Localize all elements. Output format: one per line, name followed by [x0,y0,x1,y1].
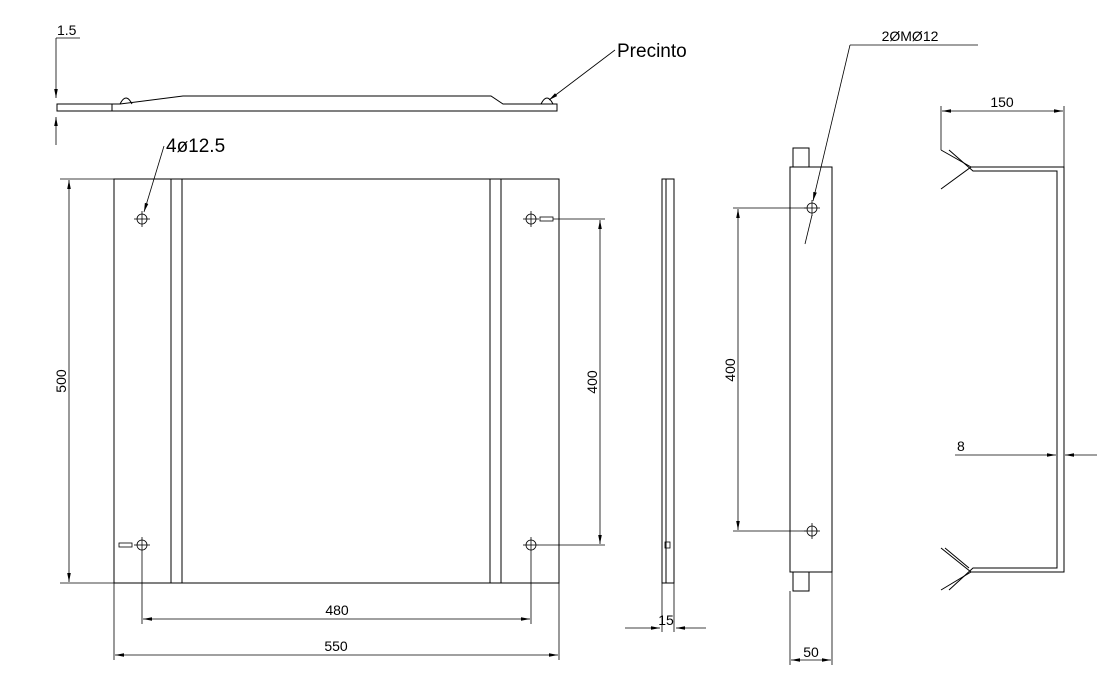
side-spacing-label: 400 [722,358,738,382]
strap-view: 150 8 [940,94,1097,591]
top-view-strap-loop-right [540,97,554,105]
front-spacing-label: 400 [584,370,600,394]
strap-width-label: 150 [990,94,1014,110]
side-deep-top-tab [792,147,810,168]
holes-label: 4ø12.5 [166,136,225,157]
holes-leader-line [143,145,165,213]
bolt-stub [804,214,813,245]
bolts-label: 2ØMØ12 [882,28,939,44]
side-hole-bottom [804,523,820,539]
width-label: 550 [324,638,348,654]
hole-bottom-left [118,537,150,553]
strap-inner-line [948,149,1058,591]
side-deep-bottom-tab [792,571,810,592]
depth-label: 50 [803,644,819,660]
top-view-plate [112,95,558,112]
strap-bottom-fork-b [944,547,970,569]
side-thin-tab [664,541,671,549]
side-view-deep: 2ØMØ12 400 50 [722,28,978,665]
strap-bottom-fork [940,547,972,573]
top-thickness-label: 1.5 [57,22,77,38]
hole-top-left [134,211,150,227]
strap-leader-line [548,49,616,101]
top-view-left-tab [56,103,113,112]
front-plate-outline [113,178,560,584]
strap-thickness-label: 8 [957,438,965,454]
strap-label: Precinto [617,41,687,62]
side-view-thin: 15 [625,178,706,632]
hole-width-label: 480 [325,602,349,618]
height-label: 500 [53,369,69,393]
top-view-strap-loop-left [119,97,133,105]
top-view: 1.5 Precinto [54,22,687,145]
bolts-leader-line [812,44,851,202]
strap-outer-line [940,166,1065,591]
side-thin-outline [661,178,675,584]
side-thickness-label: 15 [658,612,674,628]
side-deep-outline [789,166,833,573]
side-hole-top [804,200,820,216]
front-view: 4ø12.5 500 400 480 550 [53,136,605,660]
hole-top-right [523,211,554,227]
hole-bottom-right [523,537,539,553]
